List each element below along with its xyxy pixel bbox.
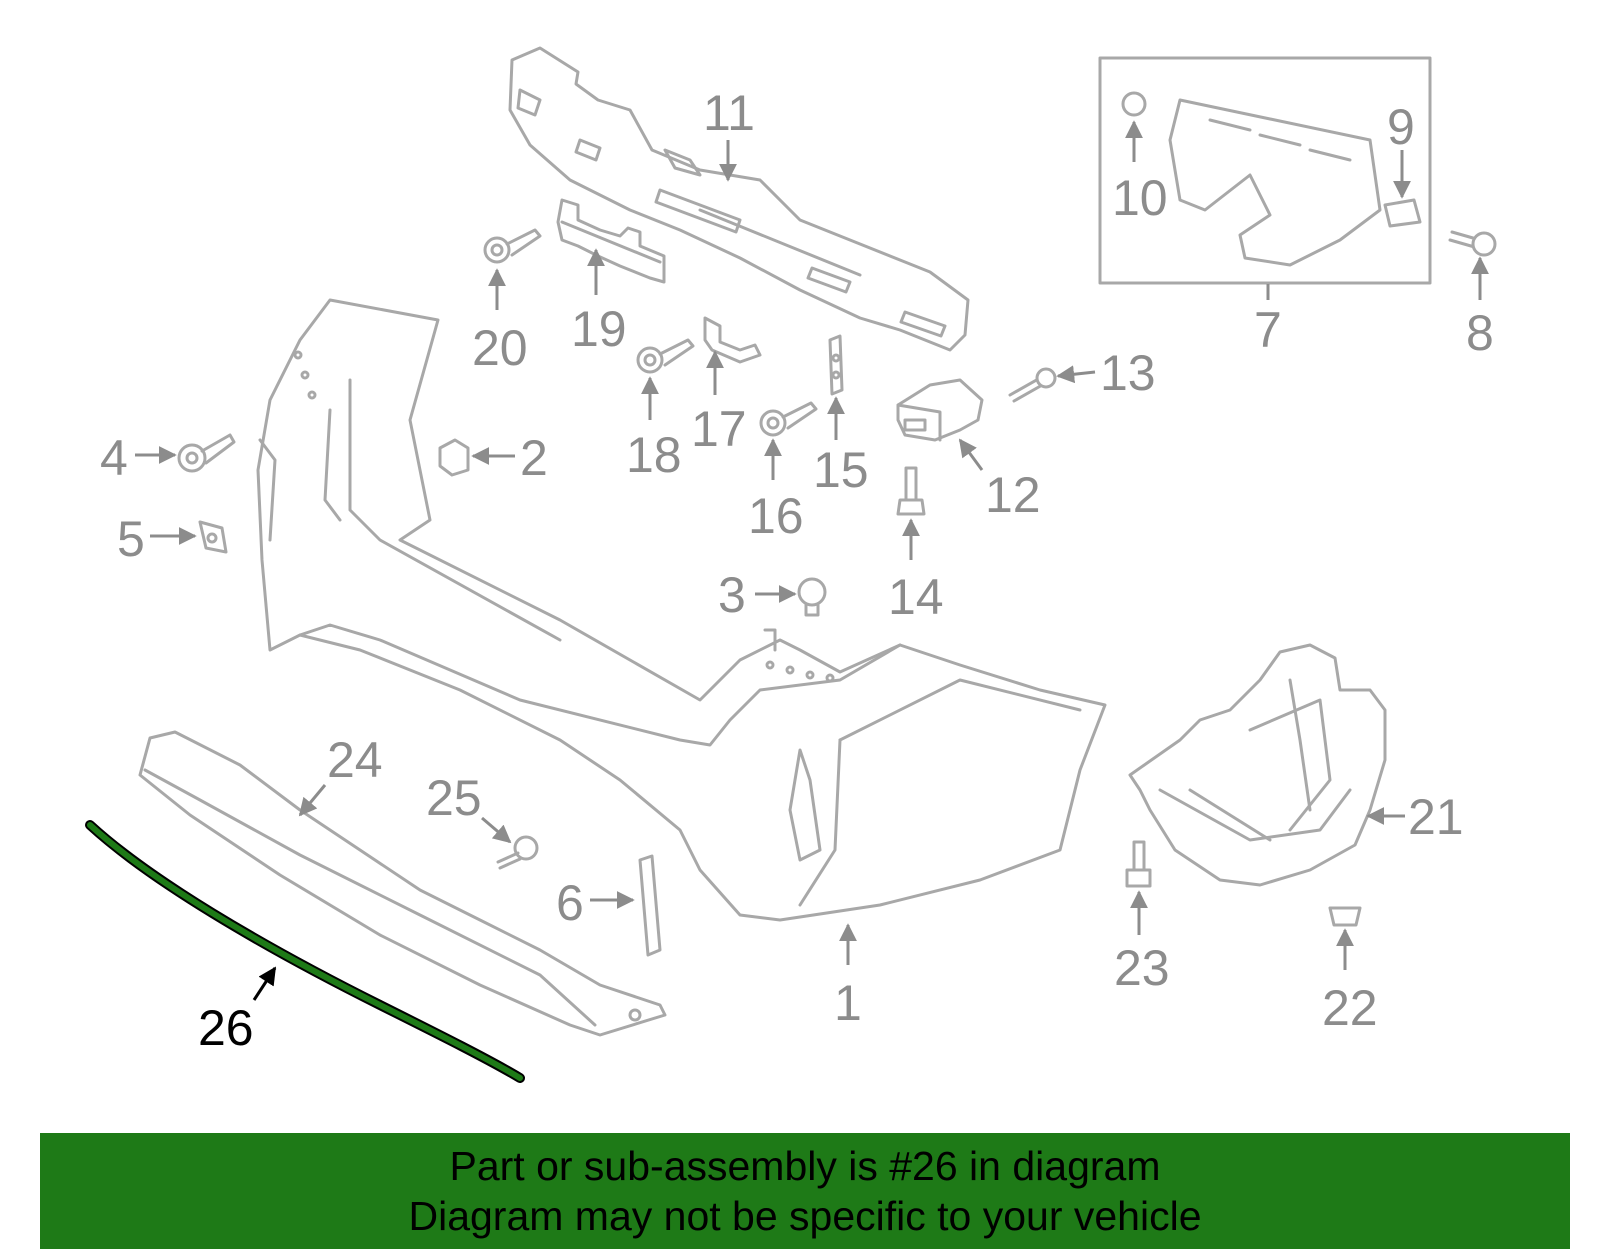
callout-24: 24 [327, 732, 383, 788]
callout-3: 3 [718, 567, 746, 623]
callout-5: 5 [117, 511, 145, 567]
callout-14: 14 [888, 569, 944, 625]
callout-16: 16 [748, 488, 804, 544]
banner-line-1: Part or sub-assembly is #26 in diagram [449, 1143, 1161, 1189]
bumper-cover-part [256, 298, 1107, 922]
callout-6: 6 [556, 875, 584, 931]
callout-1: 1 [834, 975, 862, 1031]
callout-7: 7 [1254, 302, 1282, 358]
screw-25-part [496, 835, 539, 870]
bolt-20-part [483, 228, 542, 264]
bolt-18-part [636, 338, 695, 374]
callout-21: 21 [1408, 789, 1464, 845]
callout-8: 8 [1466, 305, 1494, 361]
callout-26: 26 [198, 1000, 254, 1056]
bolt-8-part [1448, 230, 1497, 257]
banner-line-2: Diagram may not be specific to your vehi… [408, 1193, 1202, 1239]
bolt-16-part [759, 401, 818, 437]
bolt-14-part [896, 466, 926, 516]
nut-22-part [1328, 906, 1362, 927]
screw-4-part [177, 433, 236, 473]
nut-3-part [797, 577, 827, 617]
callout-4: 4 [100, 430, 128, 486]
callout-13: 13 [1100, 345, 1156, 401]
bracket-12-part [896, 378, 984, 442]
callout-12: 12 [985, 467, 1041, 523]
bolt-23-part [1125, 840, 1152, 888]
lower-valance-part [138, 730, 667, 1037]
callout-22: 22 [1322, 980, 1378, 1036]
leader-arrows [135, 120, 1489, 1001]
callout-15: 15 [813, 442, 869, 498]
bracket-19-part [556, 198, 666, 284]
bracket-17-part [703, 316, 762, 364]
callout-10: 10 [1112, 170, 1168, 226]
callout-19: 19 [571, 301, 627, 357]
inset-box [1098, 56, 1432, 285]
trim-strip-26-part [85, 820, 525, 1083]
splash-shield-part [1128, 643, 1387, 887]
callout-9: 9 [1387, 99, 1415, 155]
info-banner: Part or sub-assembly is #26 in diagram D… [40, 1133, 1570, 1249]
callout-20: 20 [472, 320, 528, 376]
callout-18: 18 [626, 427, 682, 483]
callout-11: 11 [703, 85, 755, 141]
callout-2: 2 [520, 430, 548, 486]
callout-labels: 1 2 3 4 5 6 7 8 9 10 11 12 13 14 15 16 1… [100, 85, 1494, 1056]
clip-15-part [828, 334, 844, 396]
clip-2-part [438, 438, 470, 477]
reflector-6-part [638, 854, 662, 957]
clip-5-part [198, 520, 228, 554]
callout-17: 17 [691, 401, 747, 457]
reinforcement-beam-part [508, 46, 970, 352]
callout-25: 25 [426, 770, 482, 826]
callout-23: 23 [1114, 940, 1170, 996]
bolt-13-part [1008, 367, 1057, 403]
